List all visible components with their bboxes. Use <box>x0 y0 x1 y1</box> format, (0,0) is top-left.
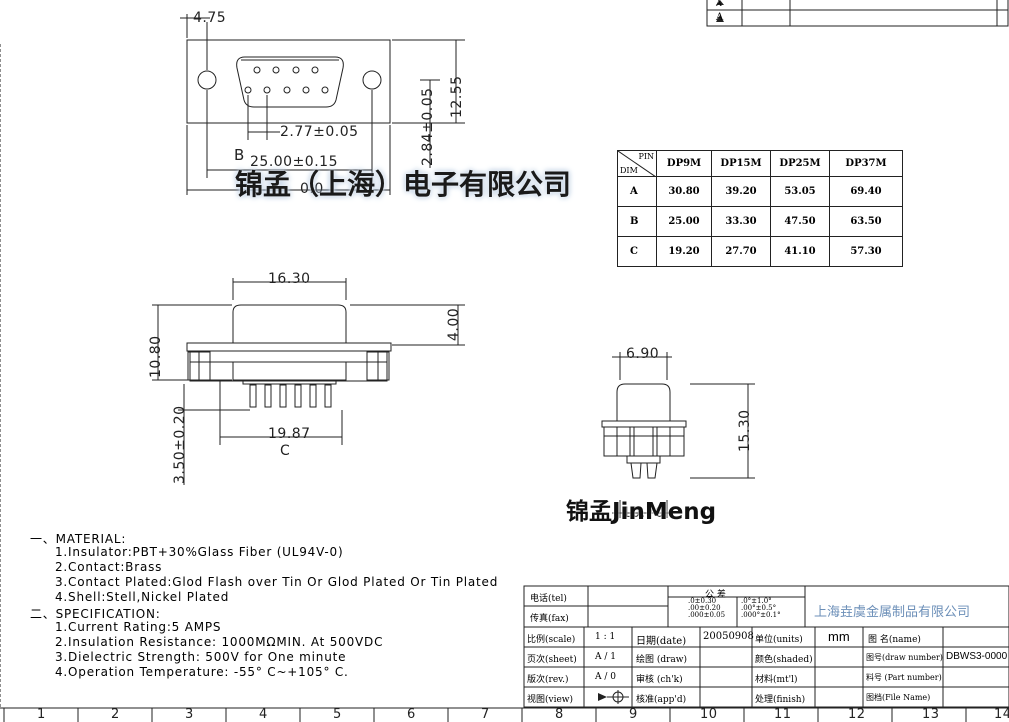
spec-line: 4.Shell:Stell,Nickel Plated <box>55 590 230 604</box>
revision-mark: A <box>716 12 724 23</box>
spec-line: 3.Contact Plated:Glod Flash over Tin Or … <box>55 575 499 589</box>
spec-line: 4.Operation Temperature: -55° C~+105° C. <box>55 665 349 679</box>
units-value: mm <box>828 629 850 644</box>
dim-label: 16.30 <box>268 271 311 287</box>
tel-label: 电话(tel) <box>530 594 567 604</box>
revision-mark: A <box>716 0 722 8</box>
spec-line: 1.Insulator:PBT+30%Glass Fiber (UL94V-0) <box>55 545 344 559</box>
dimension-table: PIN DIM DP9M DP15M DP25M DP37M A 30.80 3… <box>617 150 903 267</box>
view-label: 视图(view) <box>527 695 574 705</box>
grid-number: 7 <box>481 707 490 722</box>
grid-number: 2 <box>111 707 120 722</box>
table-row: C 19.20 27.70 41.10 57.30 <box>617 236 903 267</box>
dim-label: 3.50±0.20 <box>172 405 188 484</box>
shaded-label: 颜色(shaded) <box>755 655 813 665</box>
grid-number: 1 <box>37 707 46 722</box>
drawno-label: 图号(draw number) <box>866 653 943 662</box>
specification-title: 二、SPECIFICATION: <box>30 607 161 621</box>
date-value: 20050908 <box>703 631 754 642</box>
check-label: 审核 (ch'k) <box>636 675 683 685</box>
dim-label: 15.30 <box>737 409 753 452</box>
table-row: B 25.00 33.30 47.50 63.50 <box>617 206 903 237</box>
column-header: DP15M <box>711 150 771 177</box>
sheet-label: 页次(sheet) <box>527 655 577 665</box>
watermark-company: 锦孟（上海）电子有限公司 <box>235 168 572 201</box>
spec-line: 2.Contact:Brass <box>55 560 163 574</box>
file-label: 图档(File Name) <box>866 693 931 702</box>
table-corner: PIN DIM <box>617 150 657 177</box>
tolerance-title: 公 差 <box>705 590 726 600</box>
spec-line: 1.Current Rating:5 AMPS <box>55 620 222 634</box>
grid-number: 13 <box>922 707 940 722</box>
dim-label: 12.55 <box>449 75 465 118</box>
dim-label: 6.90 <box>626 346 660 362</box>
dim-label: 25.00±0.15 <box>250 154 338 170</box>
grid-number: 9 <box>629 707 638 722</box>
tolerance-linear: .0±0.30 .00±0.20 .000±0.05 <box>688 597 726 619</box>
projection-symbol-icon <box>607 692 629 702</box>
revision-triangle-icon <box>716 0 724 5</box>
dim-label: 19.87 <box>268 426 311 442</box>
fax-label: 传真(fax) <box>530 614 569 624</box>
material-label: 材料(mt'l) <box>755 675 798 685</box>
dim-label: 10.70 <box>622 505 665 521</box>
spec-line: 2.Insulation Resistance: 1000MΩMIN. At 5… <box>55 635 384 649</box>
dim-label-c: C <box>280 443 291 459</box>
grid-number: 14 <box>994 707 1009 722</box>
company-name: 上海垚虞金属制品有限公司 <box>814 605 971 620</box>
grid-number: 4 <box>259 707 268 722</box>
units-label: 单位(units) <box>755 635 803 645</box>
scale-label: 比例(scale) <box>527 635 576 645</box>
dim-label: 4.00 <box>446 307 462 341</box>
scale-value: 1 : 1 <box>595 632 616 642</box>
sheet-value: A / 1 <box>595 652 616 662</box>
dim-label: 2.77±0.05 <box>280 124 359 140</box>
dim-label: 2.84±0.05 <box>420 87 436 166</box>
dim-label: 0.0 <box>300 181 324 197</box>
watermark-brand: 锦孟JinMeng <box>566 499 717 525</box>
grid-number: 5 <box>333 707 342 722</box>
grid-number: 11 <box>774 707 792 722</box>
approved-label: 核准(app'd) <box>636 695 687 705</box>
date-label: 日期(date) <box>636 636 687 647</box>
spec-line: 3.Dielectric Strength: 500V for One minu… <box>55 650 347 664</box>
dim-label-b: B <box>234 146 245 164</box>
grid-number: 12 <box>848 707 866 722</box>
column-header: DP25M <box>770 150 830 177</box>
dim-label: 10.80 <box>148 335 164 378</box>
finish-label: 处理(finish) <box>755 695 806 705</box>
drawno-value: DBWS3-0000 <box>946 651 1008 662</box>
shell-outline <box>186 39 391 124</box>
column-header: DP9M <box>656 150 712 177</box>
grid-number: 3 <box>185 707 194 722</box>
grid-number: 8 <box>555 707 564 722</box>
rev-value: A / 0 <box>595 672 616 682</box>
column-header: DP37M <box>829 150 903 177</box>
dim-label: 4.75 <box>193 10 227 26</box>
table-row: A 30.80 39.20 53.05 69.40 <box>617 176 903 207</box>
material-title: 一、MATERIAL: <box>30 532 127 546</box>
grid-number: 6 <box>407 707 416 722</box>
draw-label: 绘图 (draw) <box>636 655 688 665</box>
specifications: 一、MATERIAL: 1.Insulator:PBT+30%Glass Fib… <box>30 530 498 680</box>
rev-label: 版次(rev.) <box>527 675 569 685</box>
grid-number: 10 <box>700 707 718 722</box>
partno-label: 料号 (Part number) <box>866 673 942 682</box>
tolerance-angular: .0°±1.0° .00°±0.5° .000°±0.1° <box>741 597 781 619</box>
name-label: 图 名(name) <box>868 635 921 645</box>
